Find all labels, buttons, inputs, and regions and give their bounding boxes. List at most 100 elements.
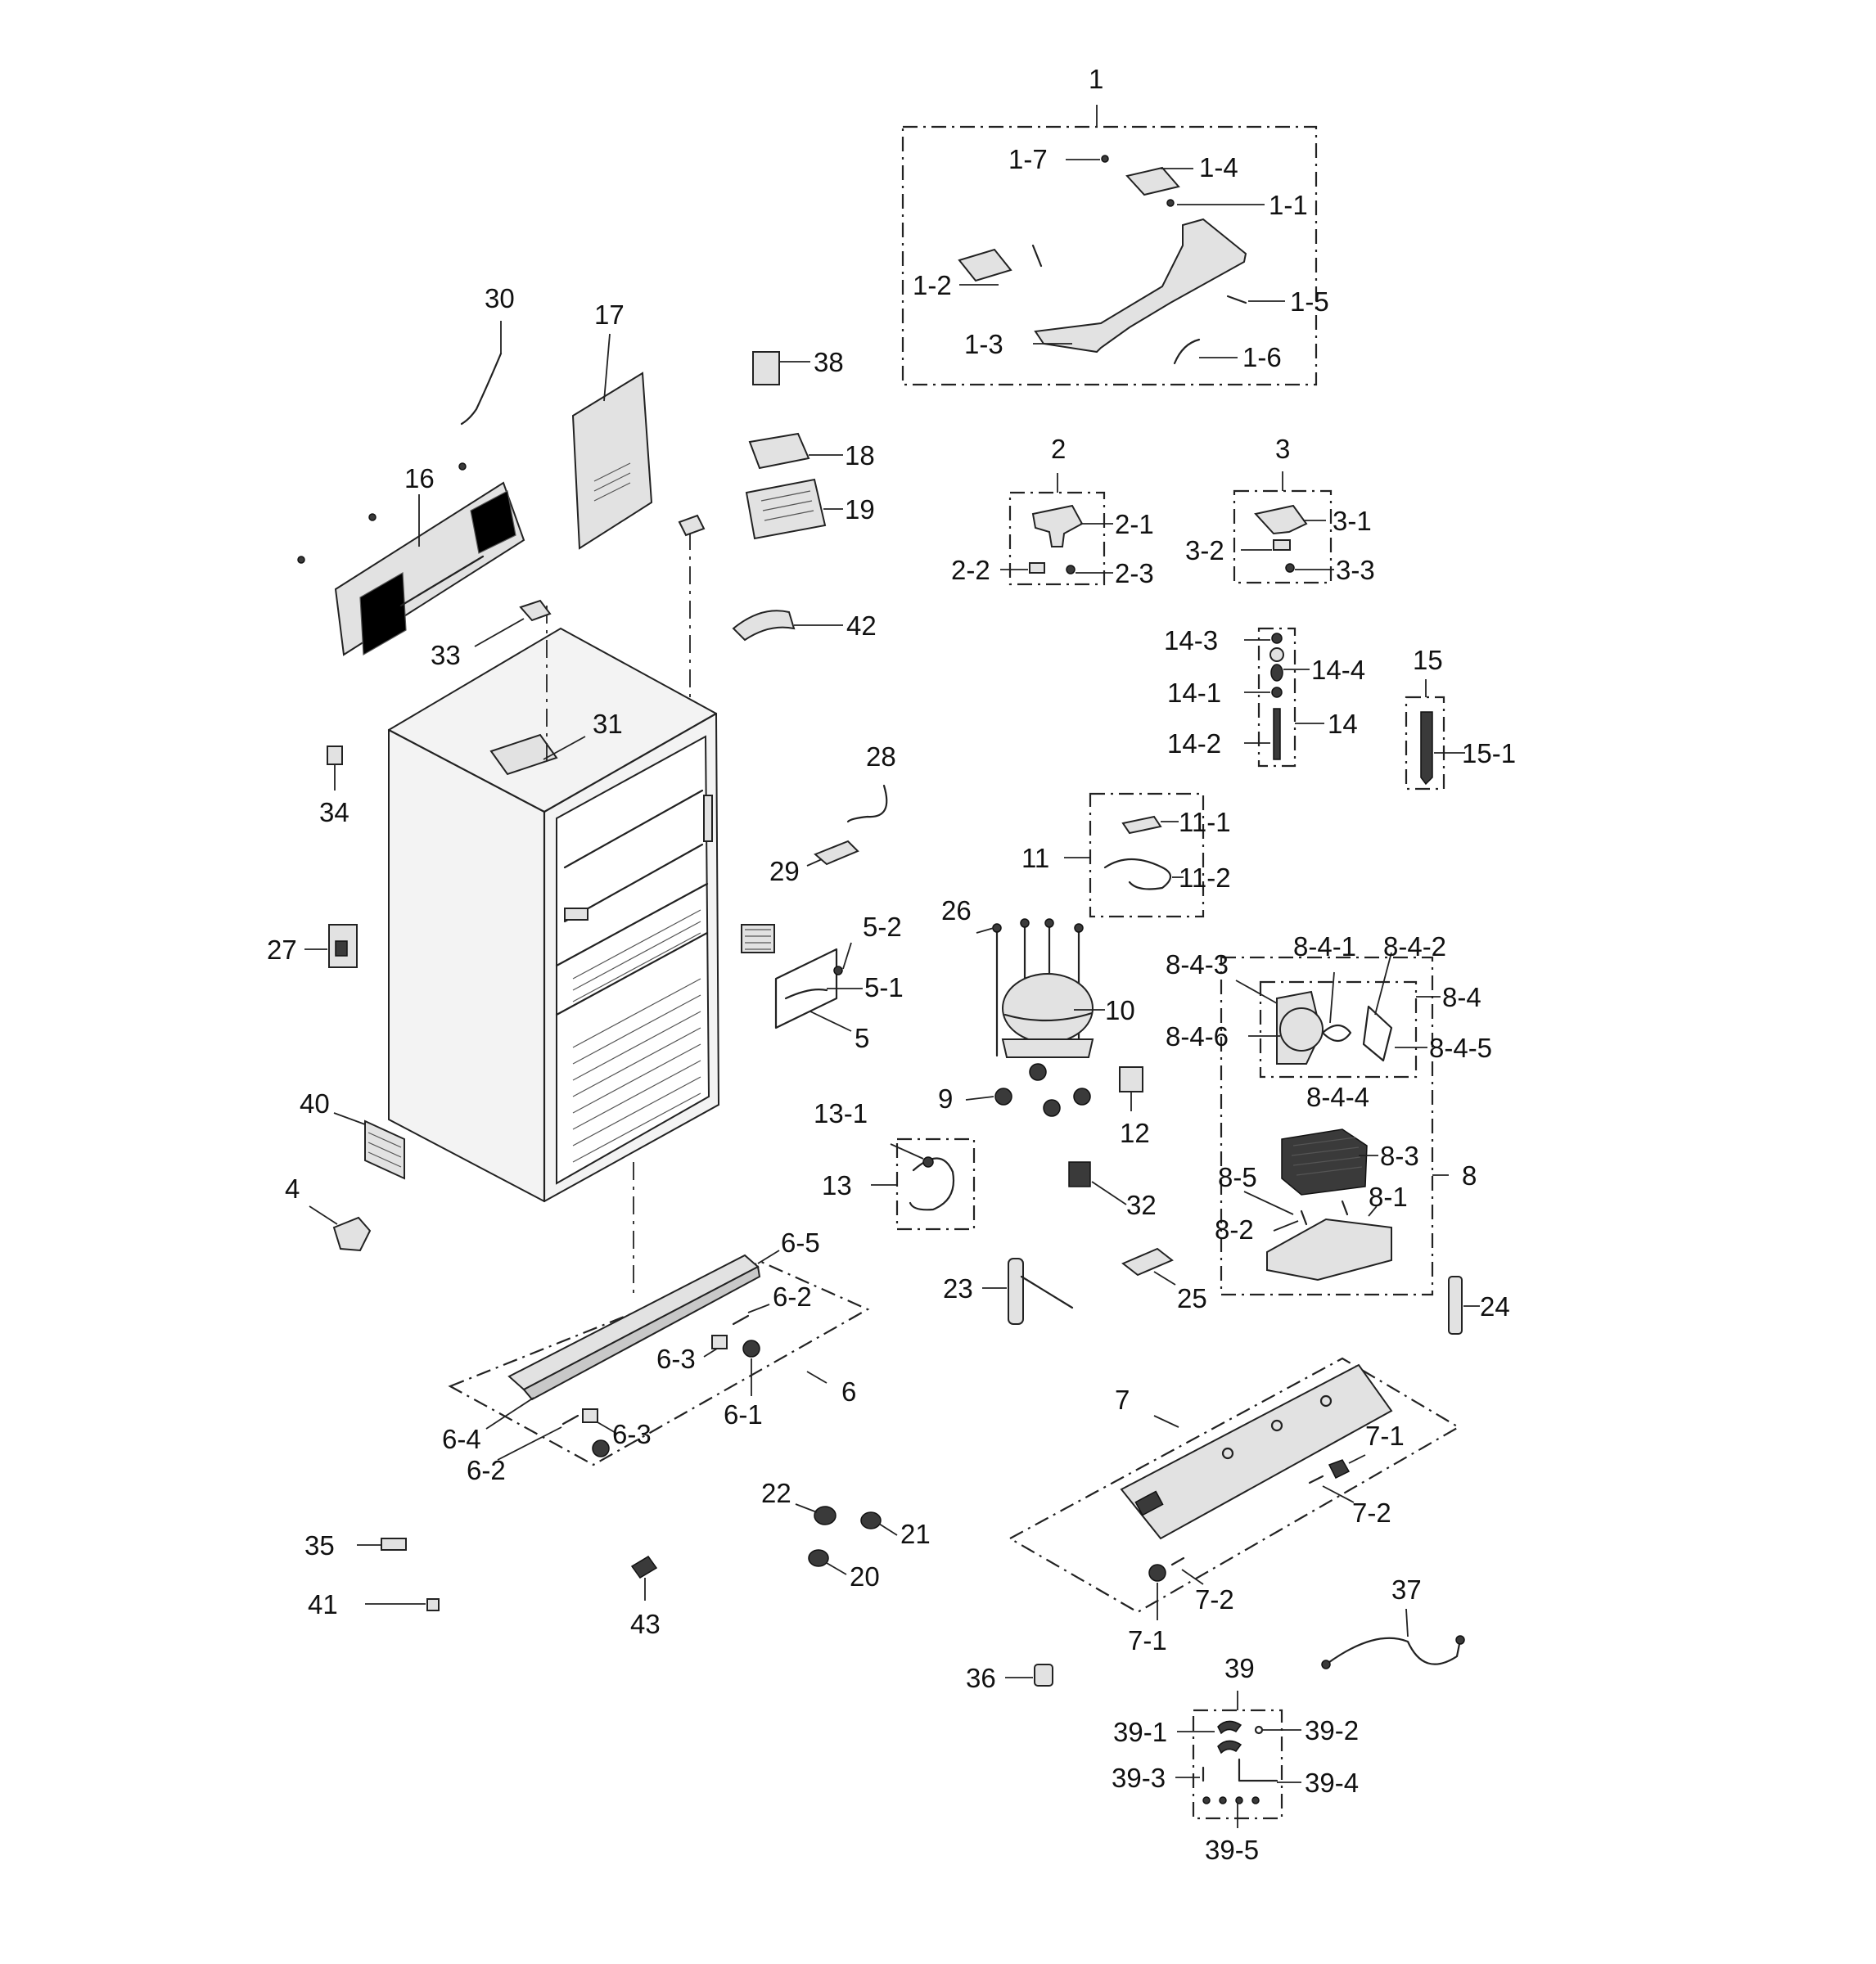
wheel-7-1b bbox=[1148, 1564, 1166, 1582]
hinge-cover-1-2 bbox=[958, 248, 1012, 282]
group-7-boundary bbox=[1008, 1357, 1461, 1614]
label-2-1: 2-1 bbox=[1115, 509, 1154, 539]
label-11-2: 11-2 bbox=[1179, 863, 1231, 893]
part-14-3 bbox=[1271, 633, 1283, 644]
bushing-22 bbox=[814, 1506, 837, 1525]
grommet-9a bbox=[994, 1088, 1012, 1106]
part-15-1 bbox=[1420, 711, 1433, 786]
pin-7-2a bbox=[1308, 1475, 1324, 1484]
label-1-2: 1-2 bbox=[913, 270, 952, 300]
shelf-1 bbox=[563, 789, 704, 869]
label-29: 29 bbox=[769, 856, 800, 886]
part-43: 43 bbox=[630, 1556, 661, 1639]
condenser-8-3 bbox=[1281, 1128, 1368, 1196]
dryer-23 bbox=[1008, 1258, 1024, 1325]
pin-1-2 bbox=[1031, 244, 1043, 268]
label-8-4-6: 8-4-6 bbox=[1166, 1021, 1229, 1052]
hinge-cover-1-4 bbox=[1125, 166, 1180, 196]
part-39-4 bbox=[1238, 1758, 1278, 1782]
part-36: 36 bbox=[966, 1663, 1053, 1693]
part-37: 37 bbox=[1321, 1574, 1465, 1669]
part-group-13: 13-1 13 bbox=[814, 1098, 976, 1231]
label-1-7: 1-7 bbox=[1008, 144, 1048, 174]
nut-3-3 bbox=[1285, 563, 1295, 573]
label-10: 10 bbox=[1105, 995, 1135, 1025]
label-5-1: 5-1 bbox=[864, 972, 904, 1002]
handle-slot bbox=[703, 795, 713, 842]
part-17: 17 bbox=[571, 300, 653, 550]
nut-2-3 bbox=[1066, 565, 1076, 574]
group-11-boundary bbox=[1089, 792, 1205, 918]
part-20: 20 bbox=[808, 1549, 880, 1592]
label-28: 28 bbox=[866, 741, 896, 772]
part-5-1-wire bbox=[784, 989, 828, 1000]
bushing-20 bbox=[808, 1549, 829, 1567]
part-11-1 bbox=[1121, 815, 1162, 835]
label-13-1: 13-1 bbox=[814, 1098, 868, 1128]
label-37: 37 bbox=[1391, 1574, 1422, 1605]
label-36: 36 bbox=[966, 1663, 996, 1693]
mid-divider bbox=[555, 882, 709, 967]
tube-13 bbox=[909, 1157, 955, 1211]
part-4: 4 bbox=[285, 1173, 372, 1252]
label-6-1: 6-1 bbox=[724, 1399, 763, 1430]
part-13-1 bbox=[922, 1156, 934, 1168]
compressor-base bbox=[1001, 1038, 1094, 1058]
part-41: 41 bbox=[308, 1589, 440, 1619]
label-8-1: 8-1 bbox=[1369, 1182, 1408, 1212]
pin-7-2b bbox=[1170, 1556, 1185, 1566]
part-16: 16 bbox=[297, 462, 525, 656]
label-3-2: 3-2 bbox=[1185, 535, 1224, 565]
hinge-33 bbox=[519, 599, 552, 622]
group-8-boundary bbox=[1220, 956, 1434, 1296]
label-8-4-2: 8-4-2 bbox=[1383, 931, 1446, 962]
part-41-body bbox=[426, 1598, 440, 1611]
part-group-3: 3 3-1 3-2 3-3 bbox=[1185, 434, 1375, 585]
clip-34 bbox=[327, 746, 343, 765]
valve-35 bbox=[381, 1538, 407, 1551]
label-30: 30 bbox=[485, 283, 515, 313]
label-11-1: 11-1 bbox=[1179, 807, 1231, 837]
part-30: 30 bbox=[460, 283, 515, 426]
label-9: 9 bbox=[938, 1083, 953, 1114]
label-8-4-1: 8-4-1 bbox=[1293, 931, 1356, 962]
label-6: 6 bbox=[841, 1376, 856, 1407]
fan-blade-8-4-5 bbox=[1362, 1005, 1393, 1062]
label-14-4: 14-4 bbox=[1311, 655, 1365, 685]
label-17: 17 bbox=[594, 300, 625, 330]
base-plate-7 bbox=[1120, 1363, 1393, 1540]
part-5-plate bbox=[774, 948, 838, 1029]
hinge-2-1 bbox=[1031, 504, 1084, 547]
label-2-3: 2-3 bbox=[1115, 558, 1154, 588]
part-group-6: 6-5 6-2 6-3 6 6-1 6-4 6-3 6-2 bbox=[442, 1228, 870, 1485]
pin-6-2a bbox=[732, 1314, 750, 1326]
label-14-1: 14-1 bbox=[1167, 678, 1221, 708]
bracket-29 bbox=[814, 840, 859, 866]
label-7: 7 bbox=[1115, 1385, 1130, 1415]
group-1-boundary bbox=[901, 125, 1318, 386]
label-18: 18 bbox=[845, 440, 875, 471]
label-6-2b: 6-2 bbox=[467, 1455, 506, 1485]
label-2-2: 2-2 bbox=[951, 555, 990, 585]
bracket-3-2 bbox=[1273, 539, 1291, 551]
label-15-1: 15-1 bbox=[1462, 738, 1516, 768]
ring-8-4-1 bbox=[1321, 1024, 1352, 1043]
overload-32-body bbox=[1068, 1161, 1091, 1187]
part-39-2 bbox=[1254, 1725, 1264, 1735]
part-35: 35 bbox=[304, 1530, 407, 1561]
compressor-10 bbox=[1002, 973, 1094, 1043]
part-28: 28 bbox=[846, 741, 896, 823]
label-39-1: 39-1 bbox=[1113, 1717, 1167, 1747]
label-39: 39 bbox=[1224, 1653, 1255, 1683]
part-group-39: 39 39-1 39-2 39-3 39-4 39-5 bbox=[1112, 1653, 1359, 1865]
part-5-2 bbox=[833, 966, 843, 975]
part-group-8: 8-4-3 8-4-1 8-4-2 8-4 8-4-6 8-4-5 8-4-4 … bbox=[1166, 931, 1492, 1296]
cabinet-body: 31 bbox=[387, 532, 775, 1293]
part-group-11: 11-1 11 11-2 bbox=[1021, 792, 1231, 918]
spacer-1-5 bbox=[1226, 295, 1247, 304]
label-4: 4 bbox=[285, 1173, 300, 1204]
label-39-4: 39-4 bbox=[1305, 1768, 1359, 1798]
label-3-1: 3-1 bbox=[1333, 506, 1372, 536]
part-29: 29 bbox=[769, 840, 859, 886]
